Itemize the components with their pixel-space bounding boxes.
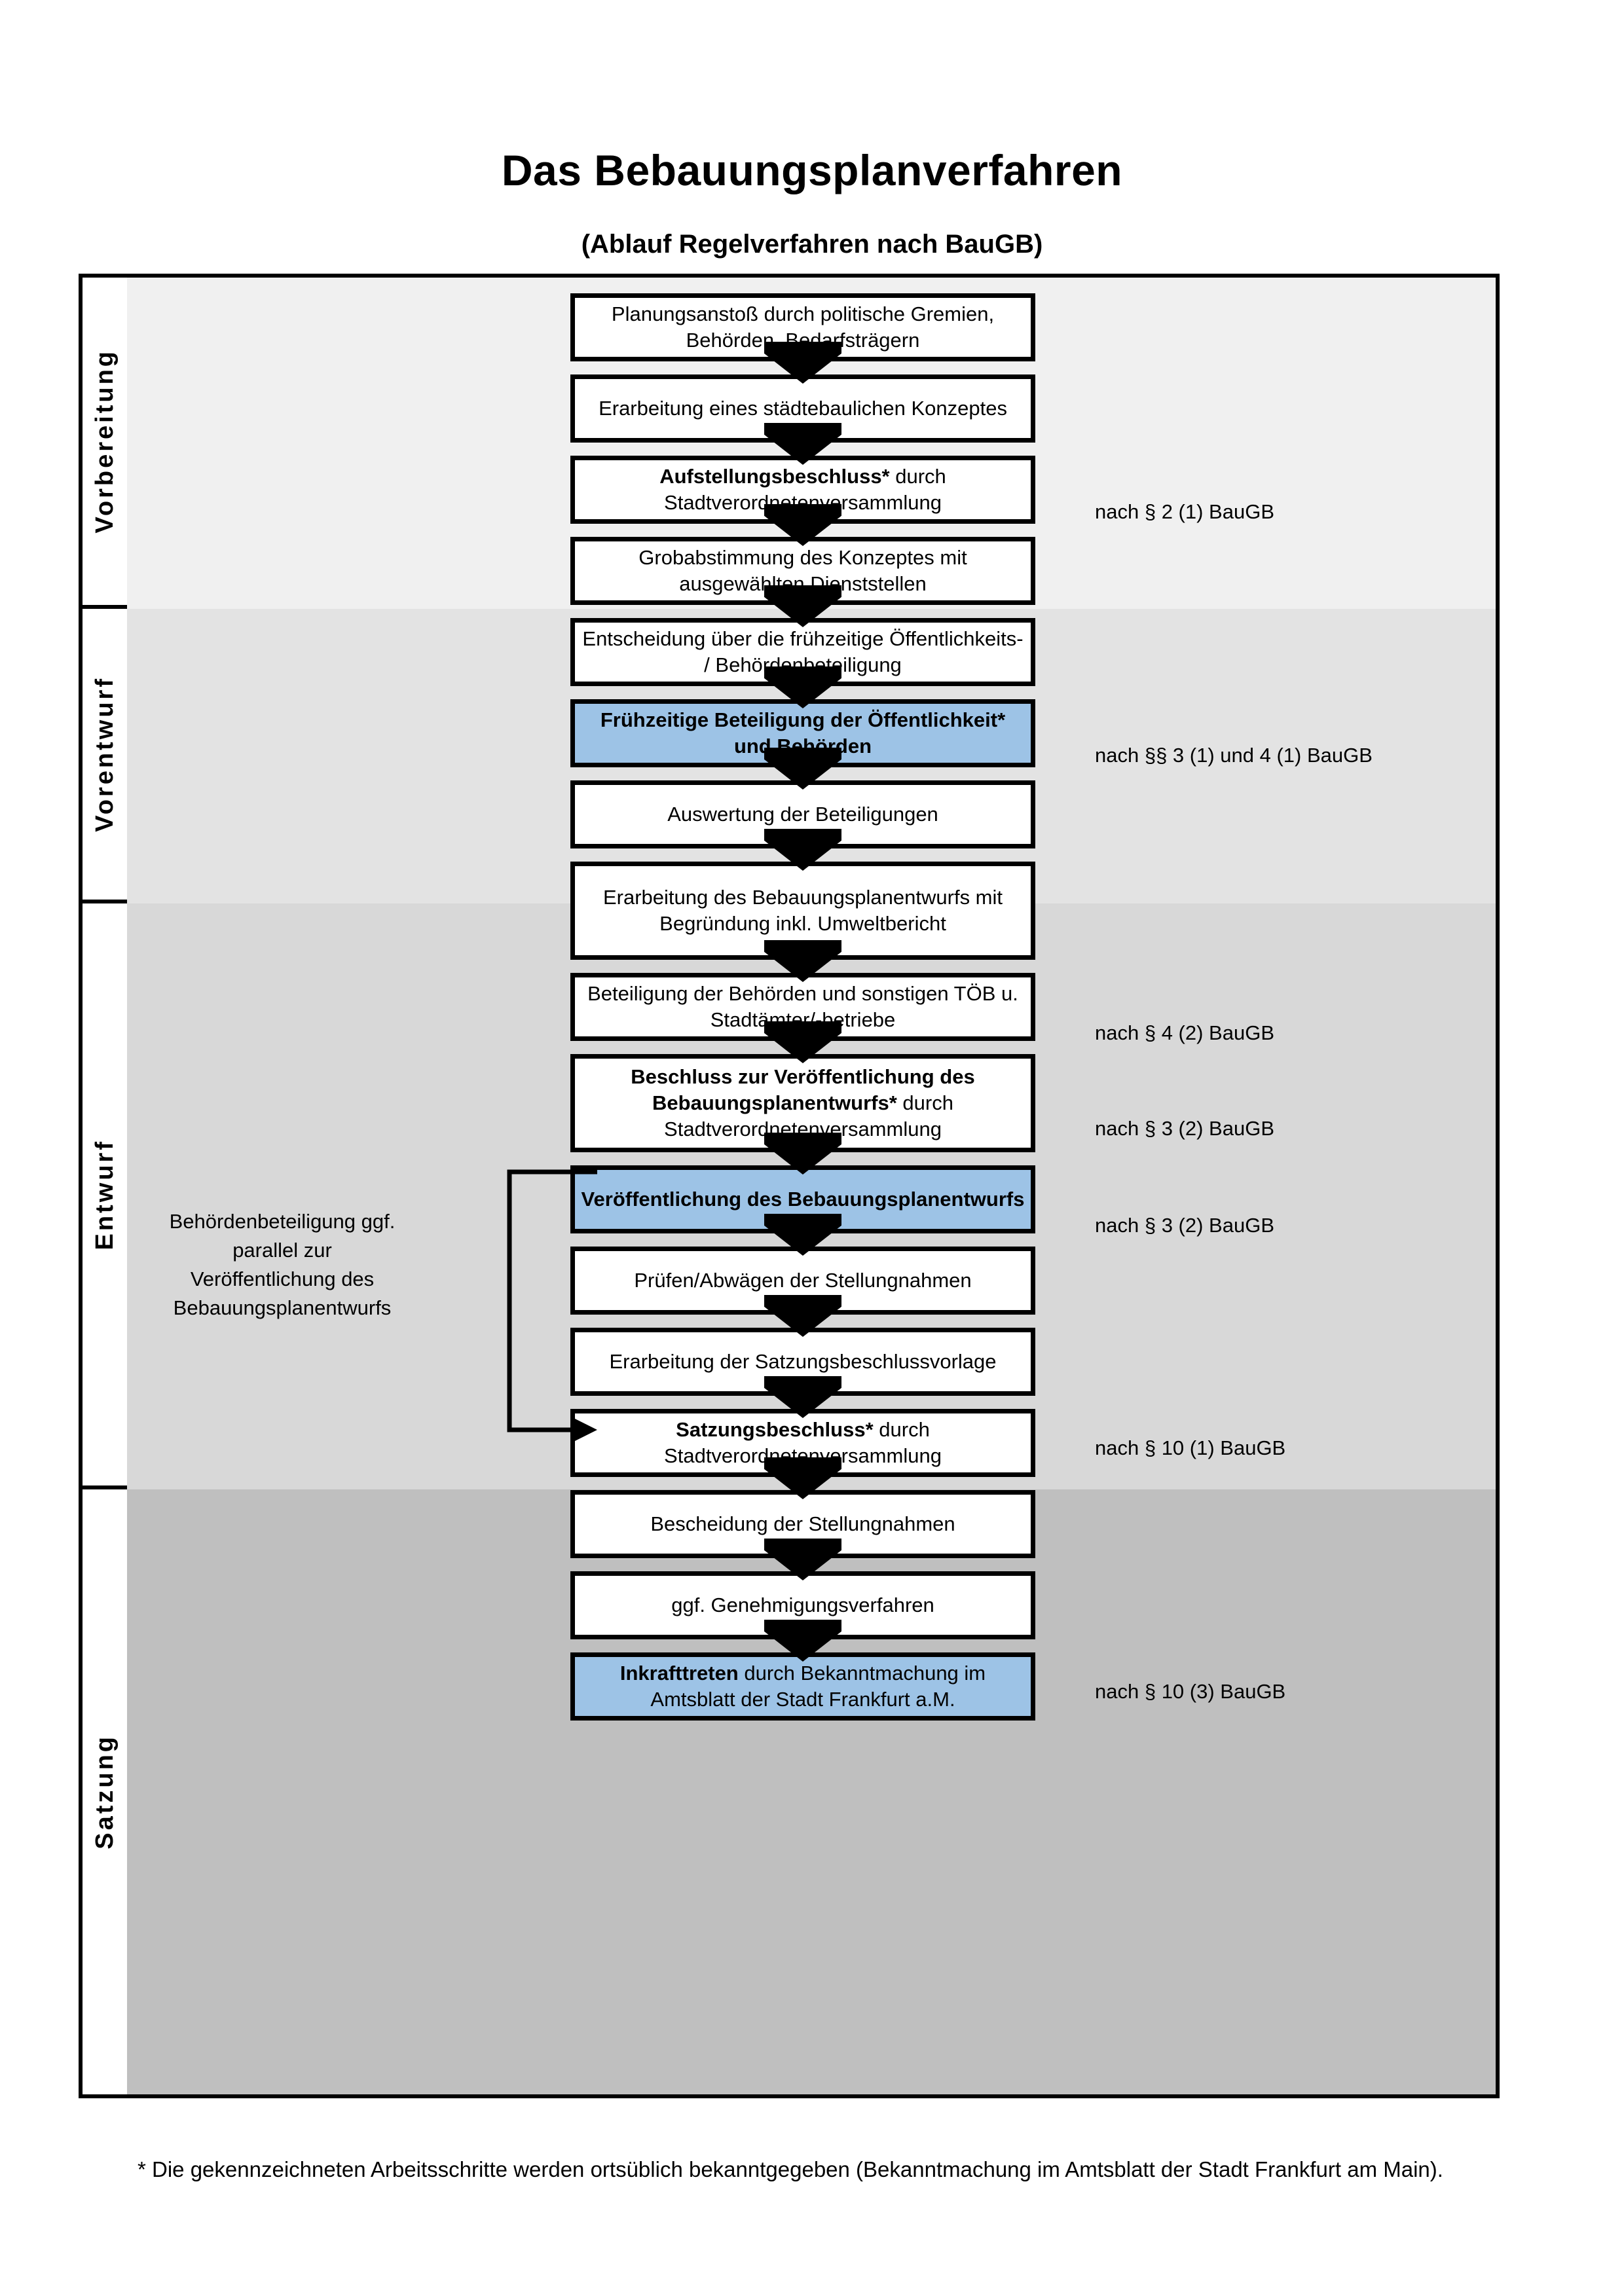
node-text: Erarbeitung des Bebauungsplanentwurfs mi…: [602, 885, 1003, 935]
node-text: Erarbeitung der Satzungsbeschlussvorlage: [609, 1349, 997, 1373]
phase-label-vorbereitung: Vorbereitung: [83, 278, 127, 609]
footnote: * Die gekennzeichneten Arbeitsschritte w…: [138, 2157, 1443, 2181]
node-inkrafttreten[interactable]: Inkrafttreten durch Bekanntmachung im Am…: [570, 1652, 1035, 1721]
page-title: Das Bebauungsplanverfahren: [501, 146, 1123, 195]
flowchart-frame: Vorbereitung Vorentwurf Entwurf Satzung …: [79, 274, 1500, 2098]
bracket-connector: [507, 1169, 597, 1443]
node-text: durch Bekanntmachung im Amtsblatt der St…: [650, 1661, 986, 1711]
node-text: Erarbeitung eines städtebaulichen Konzep…: [599, 396, 1007, 420]
phase-label-text: Entwurf: [90, 1139, 119, 1250]
node-text: ggf. Genehmigungsverfahren: [671, 1593, 934, 1616]
legal-ref-veroeffentlichung: nach § 3 (2) BauGB: [1095, 1214, 1274, 1237]
page-subtitle: (Ablauf Regelverfahren nach BauGB): [581, 230, 1043, 259]
node-bold-text: Satzungsbeschluss*: [676, 1417, 874, 1441]
legal-ref-aufstellungsbeschluss: nach § 2 (1) BauGB: [1095, 500, 1274, 523]
legal-ref-beteiligung-behoerden: nach § 4 (2) BauGB: [1095, 1021, 1274, 1044]
legal-ref-satzungsbeschluss: nach § 10 (1) BauGB: [1095, 1436, 1286, 1459]
phase-label-column: Vorbereitung Vorentwurf Entwurf Satzung: [83, 278, 127, 2094]
node-bold-text: Veröffentlichung des Bebauungsplanentwur…: [581, 1187, 1025, 1211]
legal-ref-fruehzeitige-beteiligung: nach §§ 3 (1) und 4 (1) BauGB: [1095, 744, 1373, 767]
phase-label-text: Vorentwurf: [90, 676, 119, 832]
node-bold-text: Aufstellungsbeschluss*: [659, 464, 890, 488]
node-text: durch Stadtverordnetenversammlung: [664, 1091, 953, 1141]
node-bold-text: Inkrafttreten: [619, 1661, 739, 1685]
node-text: Bescheidung der Stellungnahmen: [650, 1512, 955, 1535]
node-text: Auswertung der Beteiligungen: [667, 802, 938, 826]
node-beschluss-veroeffentlichung[interactable]: Beschluss zur Veröffentlichung des Bebau…: [570, 1054, 1035, 1152]
side-note-behoerdenbeteiligung: Behördenbeteiligung ggf. parallel zur Ve…: [169, 1210, 396, 1320]
phase-label-satzung: Satzung: [83, 1489, 127, 2094]
legal-ref-beschluss-veroeffentlichung: nach § 3 (2) BauGB: [1095, 1117, 1274, 1140]
legal-ref-inkrafttreten: nach § 10 (3) BauGB: [1095, 1680, 1286, 1703]
node-text: Beteiligung der Behörden und sonstigen T…: [587, 981, 1018, 1031]
phase-label-entwurf: Entwurf: [83, 903, 127, 1489]
phase-label-text: Vorbereitung: [90, 349, 119, 534]
node-bold-text: Beschluss zur Veröffentlichung des Bebau…: [631, 1065, 975, 1114]
phase-label-vorentwurf: Vorentwurf: [83, 609, 127, 903]
node-text: Prüfen/Abwägen der Stellungnahmen: [634, 1268, 972, 1292]
node-bold-text: Frühzeitige Beteiligung der Öffentlichke…: [600, 708, 1006, 757]
phase-label-text: Satzung: [90, 1734, 119, 1850]
